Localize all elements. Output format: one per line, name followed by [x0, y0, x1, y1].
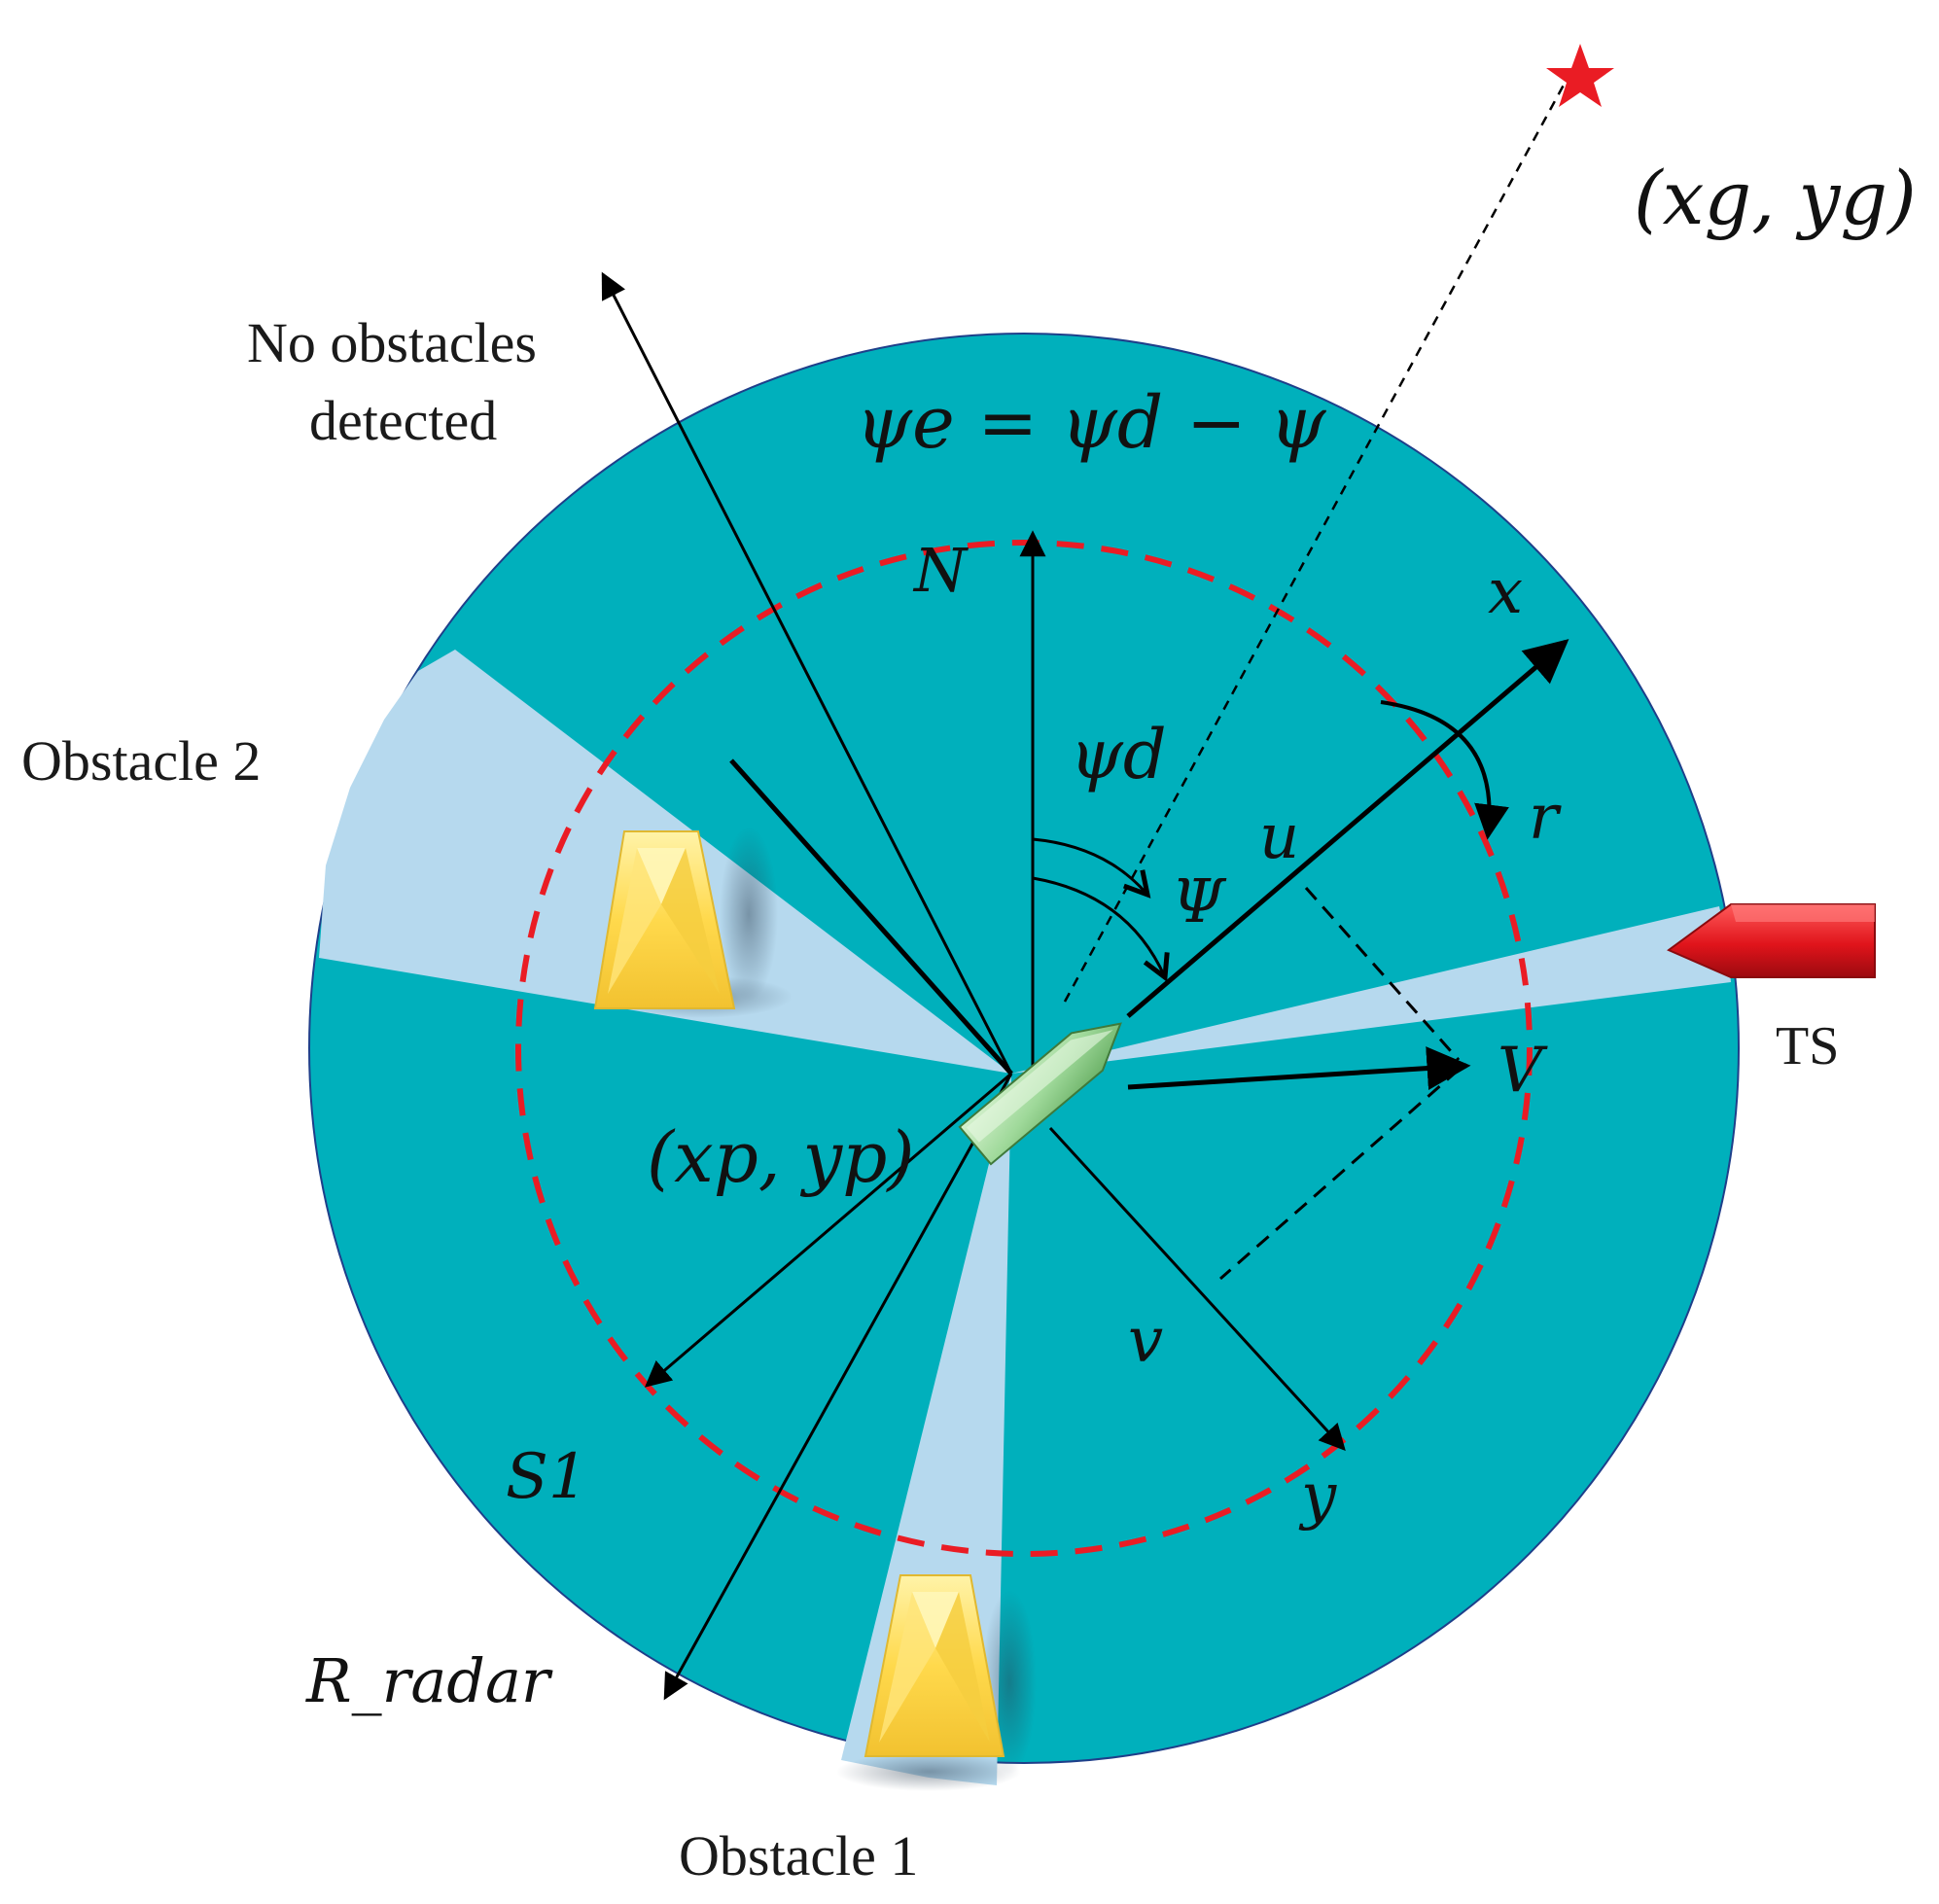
- goal-coordinates-text: (xg, yg): [1634, 155, 1917, 241]
- label-obstacle-1: Obstacle 1: [679, 1824, 918, 1887]
- label-r: r: [1529, 782, 1562, 854]
- velocity-vector: [1127, 1046, 1471, 1091]
- beam-line-no-obstacles: [601, 271, 1013, 1075]
- label-obstacle-2: Obstacle 2: [21, 729, 261, 793]
- body-y-axis: [1048, 1126, 1346, 1451]
- s1-arrow: [644, 1072, 1012, 1388]
- label-no-obstacles-line1: No obstacles: [247, 311, 537, 374]
- obstacle-2-shadow-side: [720, 827, 778, 1002]
- trapezoid-obstacle-icon: [593, 830, 736, 1009]
- heading-error-equation: ψe = ψd − ψ: [856, 381, 1326, 465]
- label-psi: Ψ: [1172, 865, 1227, 936]
- label-x: x: [1488, 556, 1523, 628]
- label-no-obstacles-line2: detected: [309, 389, 497, 452]
- position-coordinates-text: (xp, yp): [647, 1116, 914, 1198]
- velocity-u-component: [1304, 887, 1461, 1061]
- label-psi-d: ψd: [1070, 715, 1167, 794]
- label-north: N: [912, 535, 970, 606]
- goal-coordinates: (xg, yg): [1634, 155, 1917, 241]
- label-v: v: [1128, 1305, 1163, 1377]
- velocity-v-component: [1219, 1068, 1460, 1281]
- trapezoid-obstacle-icon: [864, 1574, 1005, 1757]
- star-icon: [1546, 44, 1614, 107]
- label-r-radar: R_radar: [305, 1645, 553, 1716]
- goal-direction-line: [1063, 77, 1569, 1003]
- body-x-axis: [1126, 639, 1569, 1018]
- obstacle-1-shadow: [836, 1752, 1021, 1791]
- beam-line-r-radar: [663, 1073, 1013, 1701]
- label-ts: TS: [1776, 1016, 1839, 1076]
- label-y: y: [1298, 1461, 1337, 1533]
- target-ship-icon: [1667, 903, 1876, 978]
- position-coordinates: (xp, yp): [647, 1116, 914, 1198]
- label-u: u: [1259, 801, 1299, 873]
- label-velocity: V: [1498, 1035, 1548, 1107]
- beam-line-obstacle-2: [729, 758, 1013, 1075]
- own-ship-icon: [958, 1022, 1122, 1166]
- psi-arc: [1032, 876, 1165, 977]
- free-sector-target-ship: [1011, 906, 1731, 1074]
- yaw-rate-arc: [1380, 700, 1509, 840]
- psi-d-arc: [1032, 837, 1147, 895]
- label-s1: S1: [506, 1441, 588, 1513]
